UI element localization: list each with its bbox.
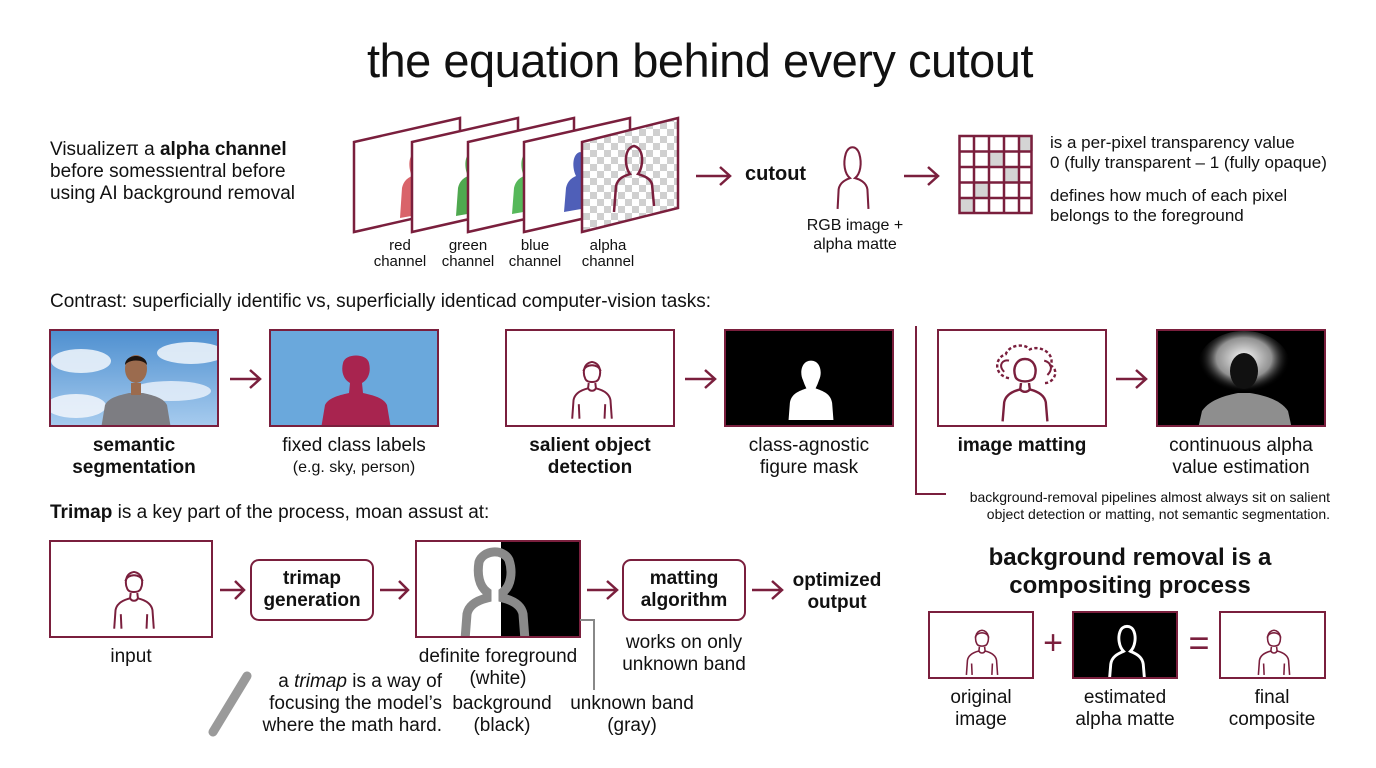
original-image-frame [928,611,1034,679]
matting-drawing [937,329,1107,427]
fixed-class-labels-text: fixed class labels (e.g. sky, person) [282,435,426,476]
arrow-right-icon [587,580,619,600]
pixel-grid-icon [958,134,1033,215]
intro-line1-pre: Visualizeπ a [50,139,160,160]
trimap-preview [415,540,581,638]
definite-foreground-label: definite foreground(white) [418,646,578,689]
arrow-right-icon [380,580,410,600]
trimap-input-frame [49,540,213,638]
trimap-note: a trimap is a way of focusing the model’… [262,671,442,736]
semantic-photo [49,329,219,427]
arrow-right-icon [1116,369,1148,389]
matting-alpha-result [1156,329,1326,427]
final-composite-frame [1219,611,1326,679]
image-matting-label: image matting [957,435,1087,456]
plus-sign: + [1043,624,1063,662]
cutout-label: cutout [745,163,807,185]
arrow-right-icon [752,580,784,600]
arrow-right-icon [904,166,940,186]
arrow-right-icon [685,369,717,389]
page-title: the equation behind every cutout [366,34,1034,87]
equals-sign: = [1188,622,1210,663]
brush-stroke-icon [208,671,252,737]
intro-line3: using AI background removal [50,183,296,204]
bracket-line [915,326,946,495]
background-label: background(black) [452,693,552,736]
channel-planes [352,116,680,234]
segmentation-mask [269,329,439,427]
intro-line1-bold: alpha channel [159,139,287,160]
alpha-definition: is a per-pixel transparency value 0 (ful… [1050,133,1327,225]
estimated-alpha-frame [1072,611,1178,679]
input-label: input [110,646,152,667]
unknown-band-leader [580,619,595,690]
cutout-silhouette-icon [836,146,870,210]
arrow-right-icon [696,166,732,186]
intro-text: Visualizeπ a alpha channel before somess… [50,139,295,205]
salient-mask [724,329,894,427]
salient-drawing [505,329,675,427]
arrow-right-icon [220,580,246,600]
cutout-subtitle: RGB image +alpha matte [806,217,904,253]
trimap-heading: Trimap is a key part of the process, moa… [50,502,490,523]
pipeline-note: background-removal pipelines almost alwa… [969,489,1330,522]
intro-line2: before somessιentral before [50,161,286,182]
alpha-channel-plane [580,116,680,234]
arrow-right-icon [230,369,262,389]
unknown-band-label: unknown band(gray) [570,693,694,736]
contrast-heading: Contrast: superficially identific vs, su… [50,291,712,312]
